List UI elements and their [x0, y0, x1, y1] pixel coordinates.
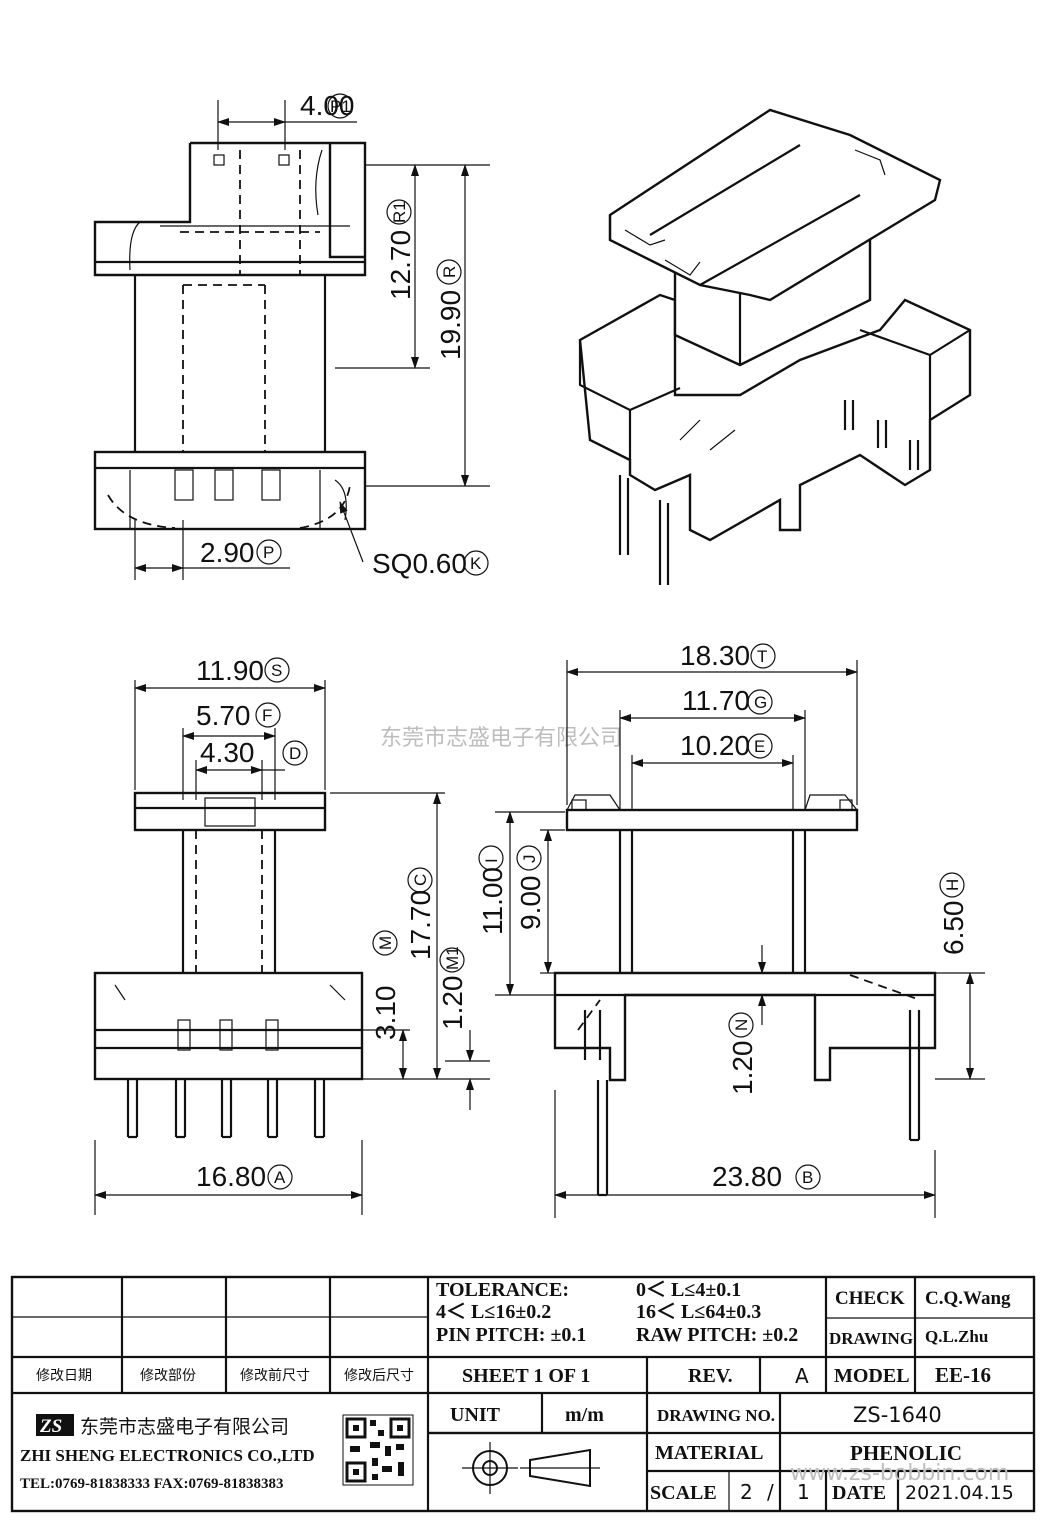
dim-1-20-m1: 1.20	[437, 976, 468, 1031]
unit-value: m/m	[565, 1404, 604, 1426]
model-value: EE-16	[935, 1363, 991, 1387]
dim-16-80: 16.80	[196, 1161, 266, 1192]
date-value: 2021.04.15	[905, 1482, 1014, 1504]
dim-11-90: 11.90	[196, 655, 264, 686]
dim-2-90: 2.90	[200, 537, 255, 568]
pin-pitch: PIN PITCH: ±0.1	[436, 1324, 586, 1346]
tolerance-line-2: 4＜ L≤16±0.2	[436, 1301, 551, 1323]
dim-12-70: 12.70	[385, 230, 416, 300]
dim-label-h: H	[943, 879, 962, 891]
dim-label-a: A	[274, 1168, 286, 1187]
dim-label-p: P	[263, 543, 274, 562]
dim-label-k: K	[470, 554, 482, 573]
scale-label: SCALE	[650, 1482, 717, 1504]
dim-11-70: 11.70	[682, 685, 750, 716]
check-label: CHECK	[835, 1288, 905, 1309]
title-block: TOLERANCE: 0＜ L≤4±0.1 4＜ L≤16±0.2 16＜ L≤…	[10, 1275, 1036, 1513]
dim-label-t: T	[757, 647, 767, 666]
dim-label-p1: P1	[330, 97, 351, 116]
dim-11-00: 11.00	[477, 867, 508, 935]
tolerance-label: TOLERANCE:	[436, 1279, 569, 1301]
rev-label: REV.	[688, 1365, 733, 1387]
rev-value: A	[795, 1364, 809, 1388]
dim-label-e: E	[754, 737, 765, 756]
scale-den: 1	[797, 1480, 810, 1504]
dim-23-80: 23.80	[712, 1161, 782, 1192]
dim-sq0-60: SQ0.60	[372, 548, 467, 579]
rev-header-after: 修改后尺寸	[344, 1368, 414, 1384]
dim-9-00: 9.00	[515, 876, 546, 931]
company-name-en: ZHI SHENG ELECTRONICS CO.,LTD	[20, 1446, 315, 1465]
dim-4-30: 4.30	[200, 737, 255, 768]
dim-label-i: I	[482, 858, 501, 863]
drawing-value: Q.L.Zhu	[925, 1327, 988, 1346]
rev-header-before: 修改前尺寸	[240, 1367, 310, 1384]
dim-10-20: 10.20	[680, 730, 750, 761]
company-logo: ZS	[36, 1414, 74, 1437]
dimension-labels: 4.00 P1 12.70 R1 19.90 R 2.90 P SQ0.60 K…	[196, 90, 969, 1192]
dim-19-90: 19.90	[435, 290, 466, 360]
dim-label-b: B	[802, 1168, 813, 1187]
rev-header-part: 修改部份	[140, 1368, 196, 1384]
side-view	[495, 660, 985, 1218]
sheet-text: SHEET 1 OF 1	[462, 1365, 590, 1387]
material-value: PHENOLIC	[850, 1441, 962, 1465]
dim-label-r: R	[440, 266, 459, 278]
dim-6-50: 6.50	[938, 901, 969, 956]
top-view	[93, 100, 490, 580]
scale-num: 2	[740, 1480, 753, 1504]
watermark-url: www.zs-bobbin.com	[790, 1461, 1009, 1486]
dim-label-d: D	[289, 744, 301, 763]
dim-label-g: G	[754, 693, 767, 712]
company-name-cn: 东莞市志盛电子有限公司	[80, 1416, 289, 1438]
unit-label: UNIT	[450, 1404, 501, 1426]
raw-pitch: RAW PITCH: ±0.2	[636, 1324, 798, 1346]
drawing-no-label: DRAWING NO.	[657, 1406, 775, 1425]
drawing-label: DRAWING	[829, 1329, 913, 1348]
model-label: MODEL	[834, 1365, 910, 1387]
tolerance-line-1: 0＜ L≤4±0.1	[636, 1279, 741, 1301]
tolerance-line-3: 16＜ L≤64±0.3	[636, 1301, 761, 1323]
qr-code	[342, 1414, 414, 1486]
dim-3-10: 3.10	[370, 986, 401, 1041]
company-contact: TEL:0769-81838333 FAX:0769-81838383	[20, 1476, 283, 1492]
svg-text:ZS: ZS	[39, 1416, 62, 1437]
front-view	[93, 680, 490, 1215]
material-label: MATERIAL	[655, 1442, 764, 1464]
scale-sep: /	[767, 1480, 774, 1504]
projection-symbol	[462, 1442, 600, 1494]
dim-5-70: 5.70	[196, 700, 251, 731]
isometric-view	[578, 108, 972, 585]
date-label: DATE	[832, 1482, 886, 1504]
watermark-text: 东莞市志盛电子有限公司	[380, 726, 622, 751]
dim-label-m: M	[376, 936, 395, 950]
dim-label-f: F	[262, 706, 272, 725]
dim-label-n: N	[732, 1019, 751, 1031]
dim-18-30: 18.30	[680, 640, 750, 671]
check-value: C.Q.Wang	[925, 1288, 1011, 1309]
drawing-no-value: ZS-1640	[853, 1403, 942, 1427]
dim-label-r1: R1	[390, 201, 409, 223]
dim-17-70: 17.70	[405, 890, 436, 960]
dim-label-m1: M1	[443, 946, 462, 970]
dim-1-20-n: 1.20	[727, 1041, 758, 1096]
dim-label-j: J	[520, 855, 539, 864]
rev-header-date: 修改日期	[36, 1368, 92, 1384]
dim-label-s: S	[271, 661, 282, 680]
dim-label-c: C	[411, 874, 430, 886]
